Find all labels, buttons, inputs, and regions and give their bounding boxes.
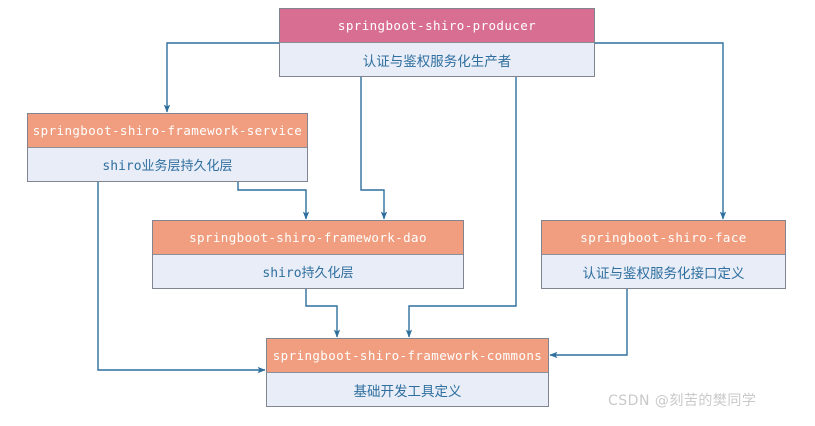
- edge-producer-to-framework-dao: [360, 77, 388, 220]
- node-title: springboot-shiro-producer: [280, 9, 594, 43]
- node-springboot-shiro-producer[interactable]: springboot-shiro-producer 认证与鉴权服务化生产者: [279, 8, 595, 77]
- edge-face-to-framework-commons: [549, 289, 628, 359]
- node-springboot-shiro-framework-dao[interactable]: springboot-shiro-framework-dao shiro持久化层: [152, 220, 464, 289]
- node-subtitle: 认证与鉴权服务化接口定义: [582, 265, 745, 282]
- watermark-text: CSDN @刻苦的樊同学: [608, 393, 757, 409]
- node-title: springboot-shiro-face: [542, 221, 785, 255]
- node-springboot-shiro-framework-service[interactable]: springboot-shiro-framework-service shiro…: [27, 113, 308, 182]
- node-subtitle: 认证与鉴权服务化生产者: [362, 53, 512, 70]
- edge-producer-to-framework-commons: [405, 77, 517, 338]
- node-subtitle: 基础开发工具定义: [353, 383, 462, 400]
- edge-framework-service-to-framework-dao: [237, 182, 310, 220]
- edge-framework-dao-to-framework-commons: [305, 289, 341, 338]
- node-title: springboot-shiro-framework-service: [28, 114, 307, 148]
- node-title: springboot-shiro-framework-dao: [153, 221, 463, 255]
- node-subtitle: shiro业务层持久化层: [102, 159, 233, 174]
- node-title: springboot-shiro-framework-commons: [267, 339, 548, 373]
- node-springboot-shiro-face[interactable]: springboot-shiro-face 认证与鉴权服务化接口定义: [541, 220, 786, 289]
- node-springboot-shiro-framework-commons[interactable]: springboot-shiro-framework-commons 基础开发工…: [266, 338, 549, 407]
- edge-producer-to-framework-service: [163, 42, 279, 113]
- node-subtitle: shiro持久化层: [262, 266, 354, 281]
- edge-producer-to-face: [595, 42, 727, 220]
- edge-framework-service-to-framework-commons: [97, 182, 266, 374]
